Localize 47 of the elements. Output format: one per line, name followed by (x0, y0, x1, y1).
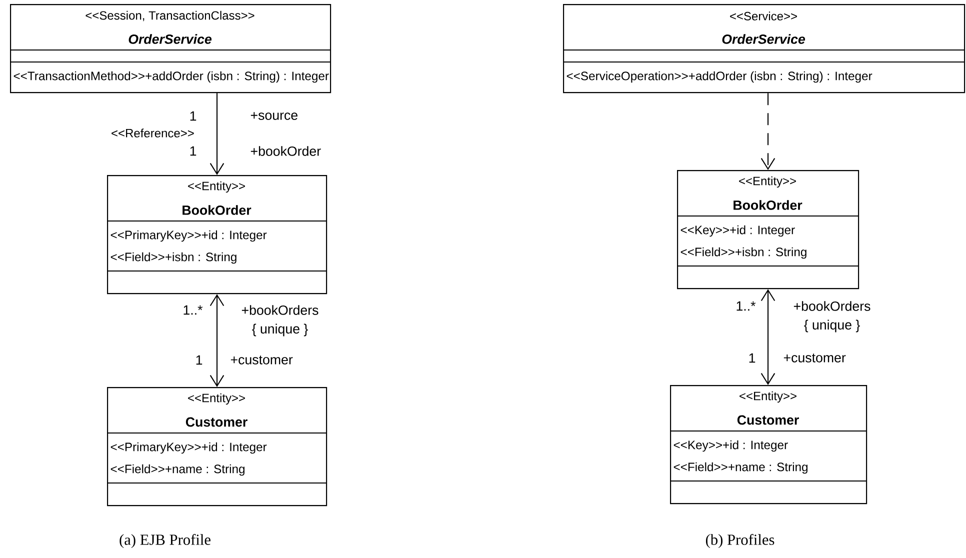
class-box (107, 387, 328, 506)
class-name: BookOrder (182, 205, 252, 215)
role-label: +customer (230, 356, 293, 364)
attribute-text: <<Field>>+name : String (674, 462, 808, 474)
stereotype-label: <<Service>> (730, 12, 797, 20)
figure-caption: (b) Profiles (706, 534, 774, 548)
class-name: Customer (186, 417, 248, 427)
arrow (210, 93, 224, 175)
role-label: +bookOrder (250, 146, 321, 156)
multiplicity-label: 1..* (736, 301, 756, 311)
role-label: +source (250, 112, 298, 120)
stereotype-label: <<Session, TransactionClass>> (86, 10, 254, 22)
attribute-text: <<Key>>+id : Integer (680, 225, 795, 237)
class-box (107, 175, 328, 294)
role-label: { unique } (804, 320, 860, 332)
stereotype-label: <<Entity>> (740, 391, 796, 403)
class-name: OrderService (128, 34, 212, 44)
class-box (563, 4, 966, 94)
multiplicity-label: 1 (190, 146, 196, 156)
attribute-text: <<Key>>+id : Integer (674, 440, 788, 452)
figure-caption: (a) EJB Profile (120, 534, 210, 548)
stereotype-label: <<Entity>> (188, 393, 245, 405)
class-box (10, 4, 332, 94)
role-label: { unique } (252, 324, 308, 336)
multiplicity-label: 1 (196, 355, 202, 365)
stereotype-label: <<Entity>> (188, 181, 245, 193)
attribute-text: <<PrimaryKey>>+id : Integer (110, 442, 267, 454)
operation-text: <<ServiceOperation>>+addOrder (isbn : String) : Integer (566, 71, 872, 83)
role-label: +customer (784, 354, 846, 362)
multiplicity-label: 1 (749, 353, 756, 363)
class-name: BookOrder (734, 200, 802, 210)
attribute-text: <<Field>>+isbn : String (110, 252, 236, 264)
class-box (670, 385, 868, 504)
class-box (677, 170, 860, 290)
operation-text: <<TransactionMethod>>+addOrder (isbn : String) : Integer (14, 71, 329, 83)
arrow (760, 289, 776, 385)
attribute-text: <<Field>>+name : String (110, 464, 244, 476)
class-name: Customer (737, 415, 799, 425)
class-name: OrderService (722, 34, 805, 44)
role-label: +bookOrders (794, 301, 870, 311)
multiplicity-label: 1 (190, 111, 196, 121)
attribute-text: <<Field>>+isbn : String (680, 247, 806, 259)
stereotype-label: <<Entity>> (739, 176, 796, 188)
edge-label: <<Reference>> (110, 127, 196, 139)
arrow (760, 93, 776, 170)
attribute-text: <<PrimaryKey>>+id : Integer (110, 230, 267, 242)
arrow (210, 294, 224, 387)
